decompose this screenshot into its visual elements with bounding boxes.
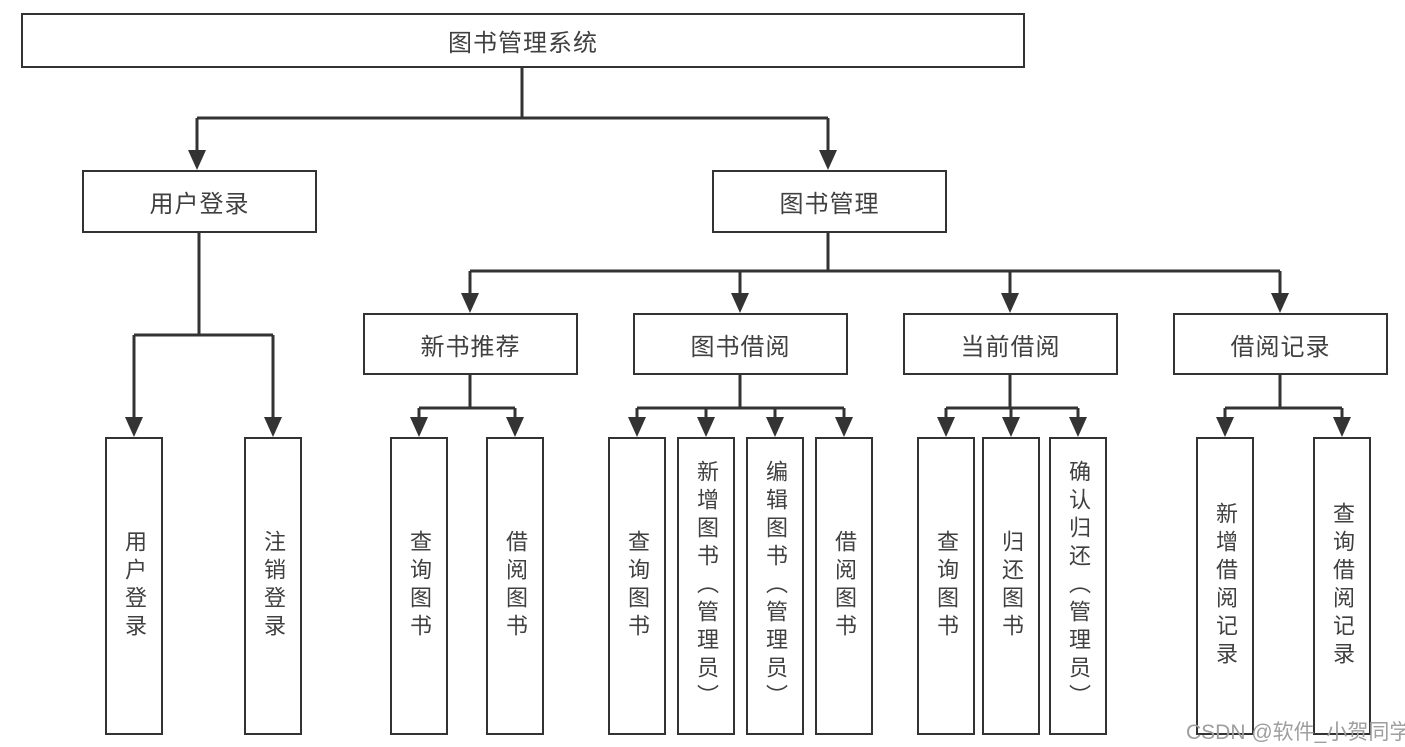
leaf-borrow-books-recommend: 借阅图书 (486, 437, 544, 735)
node-user-login: 用户登录 (82, 170, 317, 233)
leaf-query-borrow-record: 查询借阅记录 (1313, 437, 1371, 735)
leaf-logout: 注销登录 (244, 437, 302, 735)
leaf-add-borrow-record: 新增借阅记录 (1196, 437, 1254, 735)
leaf-confirm-return-admin: 确认归还（管理员） (1049, 437, 1107, 735)
tree-edges (132, 68, 1344, 419)
leaf-query-books-current: 查询图书 (917, 437, 975, 735)
leaf-query-books-borrowing: 查询图书 (608, 437, 666, 735)
leaf-user-login: 用户登录 (105, 437, 163, 735)
leaf-edit-books-admin: 编辑图书（管理员） (746, 437, 804, 735)
leaf-query-books-recommend: 查询图书 (390, 437, 448, 735)
node-new-book-recommend: 新书推荐 (363, 313, 578, 375)
leaf-return-books: 归还图书 (982, 437, 1040, 735)
node-borrow-records: 借阅记录 (1173, 313, 1388, 375)
node-book-management: 图书管理 (712, 170, 947, 233)
node-root: 图书管理系统 (21, 13, 1025, 68)
leaf-add-books-admin: 新增图书（管理员） (677, 437, 735, 735)
node-current-borrowing: 当前借阅 (903, 313, 1118, 375)
arrowhead-icons (125, 150, 1351, 437)
node-book-borrowing: 图书借阅 (633, 313, 848, 375)
leaf-borrow-books: 借阅图书 (815, 437, 873, 735)
csdn-watermark: CSDN @软件_小贺同学 (1186, 721, 1405, 744)
